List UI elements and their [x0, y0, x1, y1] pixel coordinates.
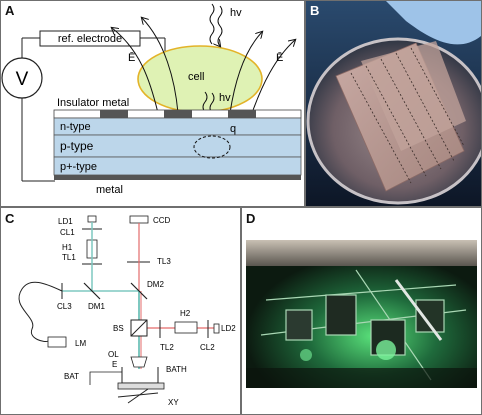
metal-layer — [54, 175, 301, 180]
panel-b-photo — [306, 1, 481, 206]
ref-electrode-label: ref. electrode — [58, 33, 122, 45]
cell-label: cell — [188, 71, 205, 83]
field-line-right-inner — [229, 32, 262, 114]
cl3-label: CL3 — [57, 302, 72, 311]
xy-label: XY — [168, 398, 179, 407]
dm1-mirror — [83, 282, 101, 300]
voltmeter-label: V — [16, 69, 29, 90]
tl2-label: TL2 — [160, 343, 174, 352]
light-ray-1 — [209, 3, 215, 45]
cl2-label: CL2 — [200, 343, 215, 352]
panel-c-label: C — [5, 211, 15, 226]
panel-d-photo — [246, 240, 477, 388]
bat-label: BAT — [64, 372, 79, 381]
bottom-shadow — [246, 368, 477, 388]
bath-container — [121, 367, 159, 384]
pplus-type-label: p+-type — [60, 161, 97, 173]
panel-d-label: D — [246, 211, 256, 226]
bath-label: BATH — [166, 365, 187, 374]
h1-label: H1 — [62, 243, 73, 252]
e-label: E — [112, 360, 117, 369]
h2-component — [174, 321, 198, 334]
metal-label: metal — [96, 184, 123, 196]
silicon-chips — [335, 41, 466, 192]
optical-fiber — [18, 281, 63, 342]
ccd-label: CCD — [153, 216, 171, 225]
field-line-left-inner — [142, 18, 179, 114]
panel-a-label: A — [5, 3, 15, 18]
bath-electrode-wire — [89, 371, 122, 385]
p-type-label: p-type — [60, 139, 94, 153]
ld2-label: LD2 — [221, 324, 236, 333]
gate-metal-2 — [164, 110, 192, 118]
n-type-layer — [53, 117, 302, 136]
light-label: hv — [230, 7, 242, 19]
h2-label: H2 — [180, 309, 191, 318]
tl1-label: TL1 — [62, 253, 76, 262]
glove — [386, 1, 481, 45]
field-line-left-outer — [112, 28, 159, 114]
cl1-label: CL1 — [60, 228, 75, 237]
charge-label: q — [230, 123, 236, 135]
field-label-left: Ē — [128, 52, 135, 64]
ol-label: OL — [108, 350, 119, 359]
lm-component — [47, 336, 67, 348]
gate-metal-3 — [228, 110, 256, 118]
voltmeter — [1, 57, 43, 99]
top-shelf — [246, 240, 477, 266]
lm-label: LM — [75, 339, 86, 348]
panel-a-border — [0, 0, 305, 207]
field-line-right-outer — [251, 40, 295, 114]
xy-arrow-h — [117, 392, 159, 398]
stage-base — [117, 382, 165, 390]
optical-components — [260, 269, 467, 381]
objective-lens — [130, 356, 148, 368]
bs-diagonal — [130, 319, 148, 337]
tl3-label: TL3 — [157, 257, 171, 266]
ld2-component — [213, 323, 220, 334]
gate-metal-1 — [100, 110, 128, 118]
dm2-mirror — [130, 282, 148, 300]
light-label-2: hv — [219, 92, 231, 104]
light-ray-2 — [218, 5, 223, 46]
panel-a-diagram: V ref. electrode cell Ē Ē hv hv Insulato… — [1, 3, 302, 196]
charge-region — [193, 135, 231, 159]
xy-arrow-v — [127, 388, 149, 404]
ccd-component — [129, 215, 149, 224]
ld1-label: LD1 — [58, 217, 73, 226]
ld1-component — [87, 215, 97, 223]
insulator-metal-label: Insulator metal — [57, 97, 129, 109]
n-type-label: n-type — [60, 121, 91, 133]
bs-label: BS — [113, 324, 124, 333]
panel-c-diagram: LD1 CL1 H1 TL1 CCD TL3 DM1 DM2 CL3 LM BS — [18, 215, 236, 407]
field-label-right: Ē — [276, 52, 283, 64]
panel-b-label: B — [310, 3, 320, 18]
dm2-label: DM2 — [147, 280, 164, 289]
dm1-label: DM1 — [88, 302, 105, 311]
